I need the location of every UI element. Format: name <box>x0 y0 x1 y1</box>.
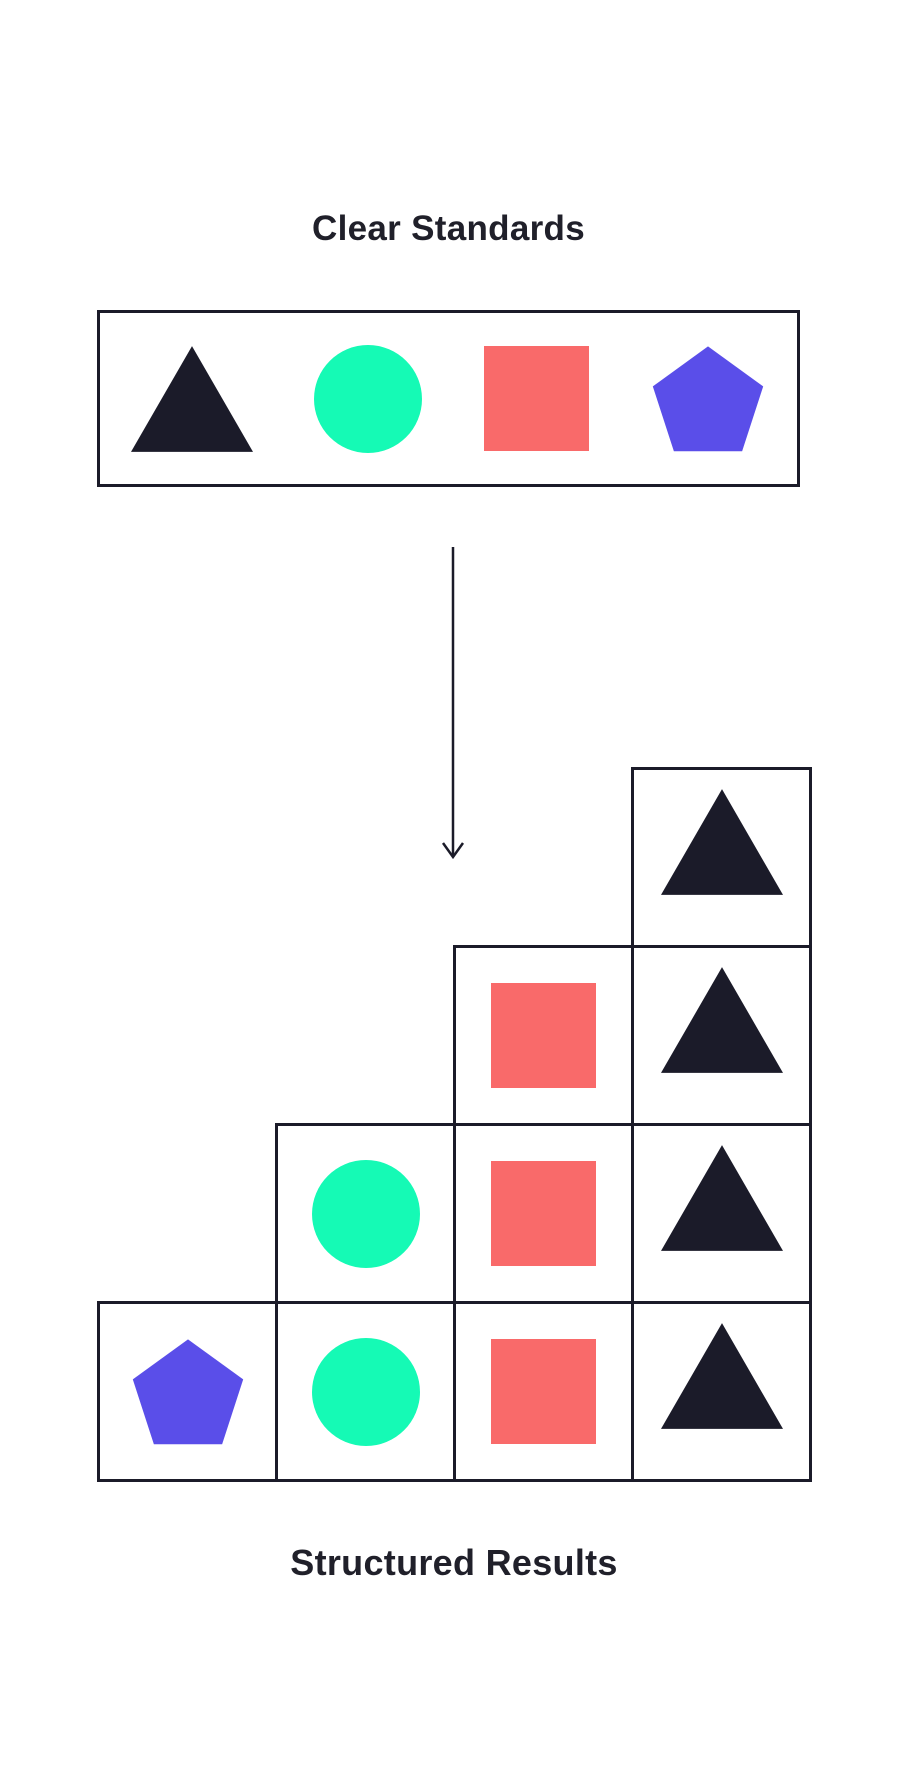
grid-cell <box>453 1301 634 1482</box>
grid-cell <box>97 1301 278 1482</box>
grid-cell <box>631 945 812 1126</box>
pentagon-shape <box>653 345 764 451</box>
grid-cell <box>275 1123 456 1304</box>
square-shape <box>491 983 596 1088</box>
pentagon-shape <box>132 1338 243 1444</box>
square-shape <box>483 346 589 451</box>
triangle-shape <box>660 1144 783 1251</box>
grid-cell <box>631 767 812 948</box>
grid-cell <box>453 1123 634 1304</box>
triangle-shape <box>130 345 253 452</box>
square-shape <box>491 1161 596 1266</box>
circle-shape <box>314 344 423 453</box>
down-arrow-icon <box>441 547 465 860</box>
circle-shape <box>311 1337 420 1446</box>
grid-cell <box>275 1301 456 1482</box>
triangle-shape <box>660 966 783 1073</box>
square-shape <box>491 1339 596 1444</box>
results-caption: Structured Results <box>290 1542 618 1583</box>
circle-shape <box>311 1159 420 1268</box>
grid-cell <box>631 1301 812 1482</box>
triangle-shape <box>660 1322 783 1429</box>
grid-cell <box>453 945 634 1126</box>
grid-cell <box>631 1123 812 1304</box>
standards-title: Clear Standards <box>312 209 585 248</box>
standards-box <box>97 310 800 487</box>
triangle-shape <box>660 788 783 895</box>
